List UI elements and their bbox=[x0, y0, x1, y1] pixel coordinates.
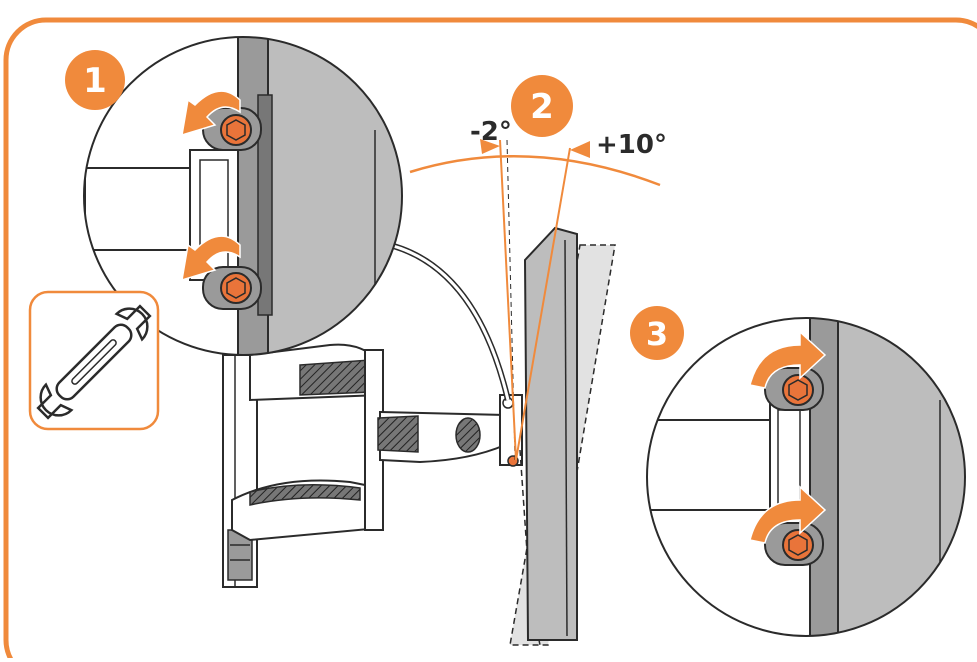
upper-arm bbox=[249, 343, 382, 402]
zoom-tighten-bolts bbox=[646, 317, 966, 637]
tighten-arrow-icon bbox=[749, 485, 827, 544]
step-number-1: 1 bbox=[83, 61, 107, 101]
loosen-arrow-icon bbox=[181, 90, 241, 137]
step-badge-1: 1 bbox=[65, 50, 125, 110]
wall-mount-illustration bbox=[222, 139, 616, 646]
tilt-line-minus bbox=[499, 139, 517, 461]
wrench-tool-box bbox=[28, 290, 160, 431]
tilt-max-label: +10° bbox=[596, 130, 667, 160]
step-number-3: 3 bbox=[646, 315, 668, 353]
loosen-arrow-icon bbox=[181, 235, 241, 282]
tilt-range-arc bbox=[409, 139, 661, 187]
open-end-wrench-icon bbox=[36, 304, 152, 420]
tilt-min-label: -2° bbox=[470, 117, 512, 147]
tilt-line-plus bbox=[515, 147, 571, 461]
extension-arm bbox=[377, 410, 506, 464]
step-badge-2: 2 bbox=[511, 75, 573, 137]
tilt-bracket bbox=[499, 394, 523, 467]
tv-screen bbox=[523, 226, 578, 641]
tighten-arrow-icon bbox=[749, 330, 827, 389]
step-badge-3: 3 bbox=[630, 306, 684, 360]
frame-border bbox=[3, 17, 977, 662]
step-number-2: 2 bbox=[530, 87, 554, 127]
